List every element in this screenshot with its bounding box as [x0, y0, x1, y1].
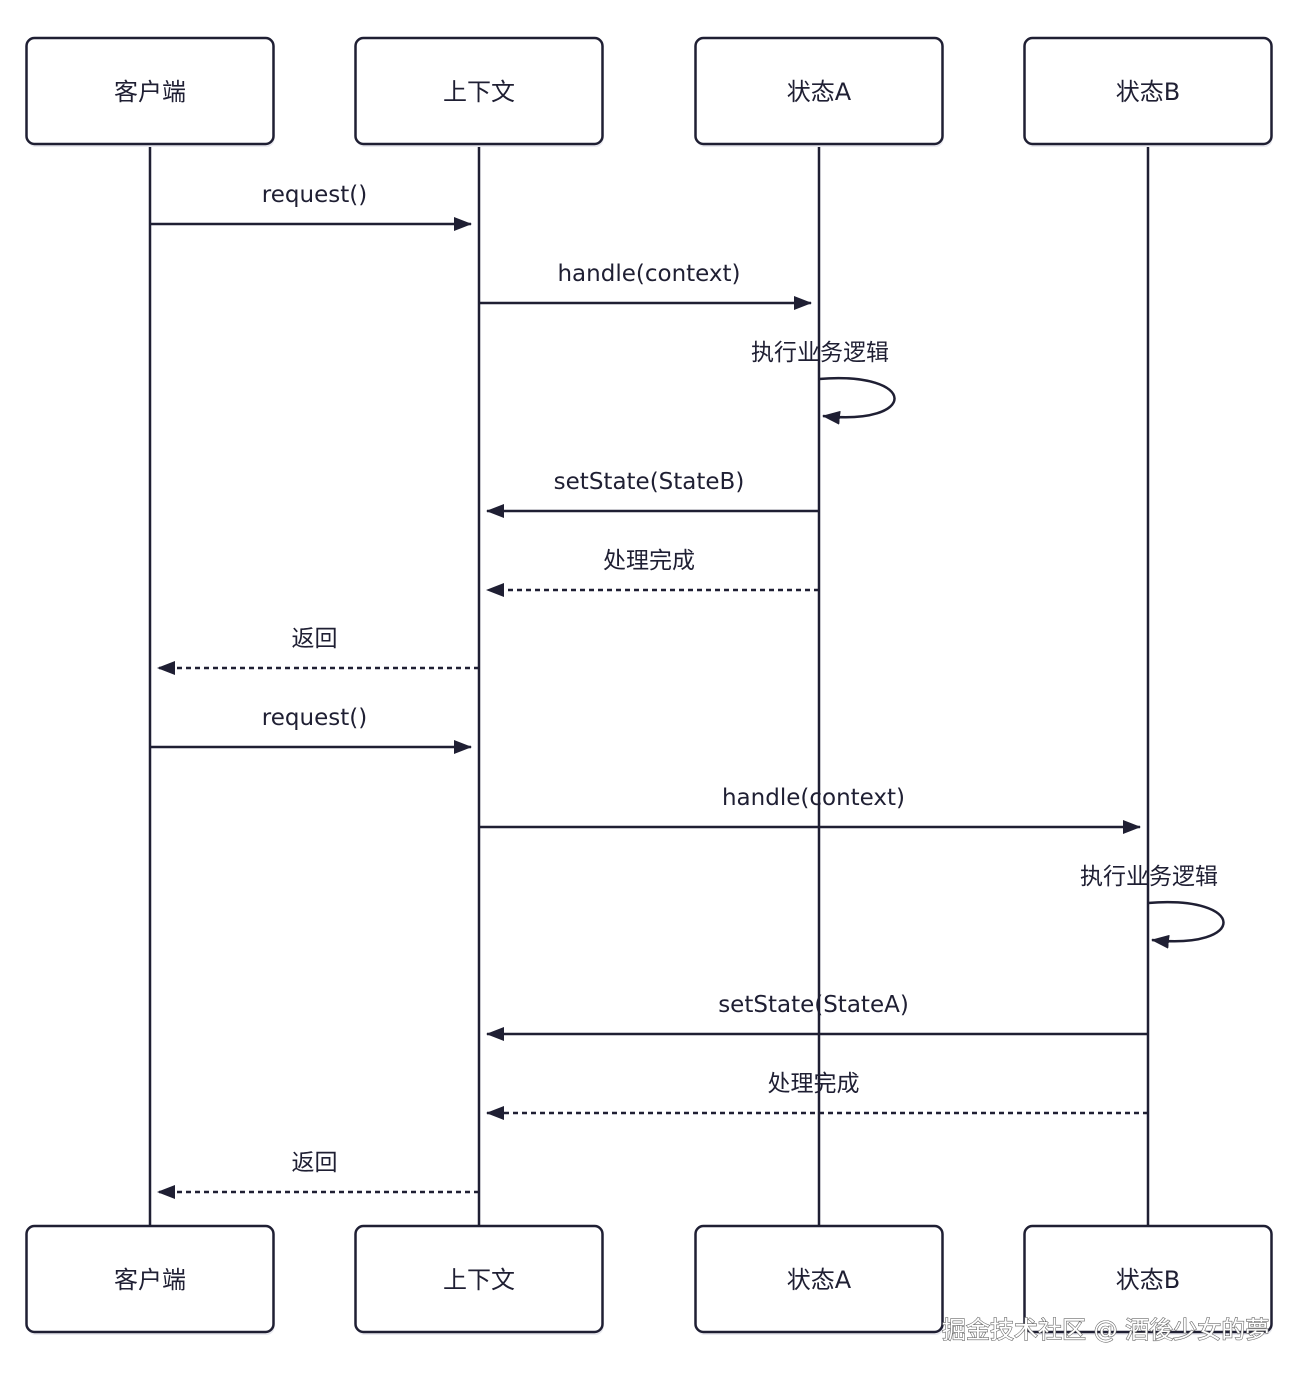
- message-2: handle(context): [479, 261, 812, 310]
- participant-box: [694, 36, 944, 146]
- participant-label: 客户端: [114, 1266, 186, 1294]
- participant-context-bottom: 上下文: [354, 1224, 604, 1335]
- message-10: setState(StateA): [486, 992, 1148, 1041]
- participant-label: 上下文: [443, 1266, 515, 1294]
- message-label: 处理完成: [603, 548, 695, 574]
- message-1: request(): [150, 182, 472, 231]
- participant-context-top: 上下文: [354, 36, 604, 147]
- participant-stateB-bottom: 状态B: [1023, 1224, 1273, 1335]
- participant-label: 状态B: [1116, 1266, 1180, 1294]
- participant-label: 客户端: [114, 78, 186, 106]
- message-label: 执行业务逻辑: [751, 340, 889, 366]
- message-12: 返回: [157, 1150, 479, 1199]
- participant-box: [694, 1224, 944, 1334]
- message-label: request(): [262, 182, 367, 208]
- message-label: request(): [262, 705, 367, 731]
- message-label: setState(StateB): [554, 469, 745, 495]
- participant-label: 状态B: [1116, 78, 1180, 106]
- watermark: 掘金技术社区 @ 酒後少女的夢: [942, 1316, 1269, 1344]
- message-label: 返回: [292, 626, 338, 652]
- message-label: 执行业务逻辑: [1080, 864, 1218, 890]
- participant-box: [1023, 1224, 1273, 1334]
- message-11: 处理完成: [486, 1071, 1148, 1120]
- participant-box: [25, 1224, 275, 1334]
- participant-stateB-top: 状态B: [1023, 36, 1273, 147]
- participant-box: [354, 36, 604, 146]
- message-label: handle(context): [557, 261, 740, 287]
- self-call-arrow: [818, 376, 896, 425]
- participant-stateA-bottom: 状态A: [694, 1224, 944, 1335]
- message-label: handle(context): [722, 785, 905, 811]
- participant-client-top: 客户端: [25, 36, 275, 147]
- message-3: 执行业务逻辑: [751, 340, 896, 425]
- message-7: request(): [150, 705, 472, 754]
- message-5: 处理完成: [486, 548, 819, 597]
- message-label: setState(StateA): [718, 992, 909, 1018]
- message-6: 返回: [157, 626, 479, 675]
- participant-label: 状态A: [787, 1266, 852, 1294]
- participant-box: [25, 36, 275, 146]
- message-label: 返回: [292, 1150, 338, 1176]
- message-label: 处理完成: [768, 1071, 860, 1097]
- message-4: setState(StateB): [486, 469, 819, 518]
- participant-label: 上下文: [443, 78, 515, 106]
- participant-box: [1023, 36, 1273, 146]
- message-9: 执行业务逻辑: [1080, 864, 1225, 949]
- self-call-arrow: [1147, 900, 1225, 949]
- message-8: handle(context): [479, 785, 1141, 834]
- participant-box: [354, 1224, 604, 1334]
- participant-client-bottom: 客户端: [25, 1224, 275, 1335]
- participant-label: 状态A: [787, 78, 852, 106]
- participant-stateA-top: 状态A: [694, 36, 944, 147]
